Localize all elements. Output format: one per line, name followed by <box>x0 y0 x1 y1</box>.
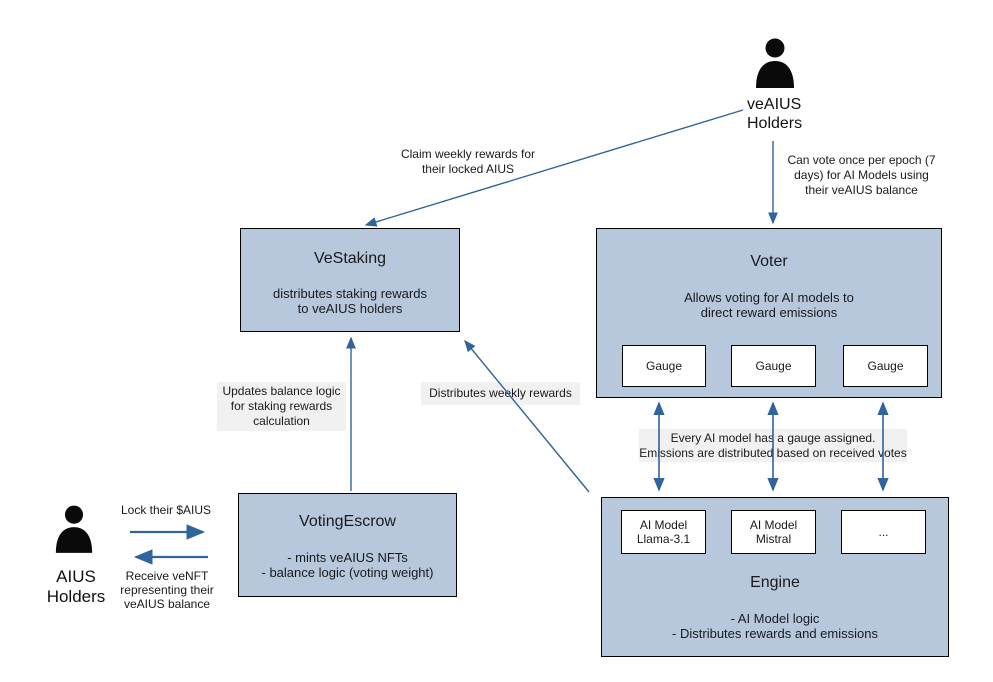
distributes-weekly-label: Distributes weekly rewards <box>421 382 580 405</box>
voter-node: Voter Allows voting for AI models to dir… <box>596 228 942 398</box>
gauge-assigned-label: Every AI model has a gauge assigned. Emi… <box>639 429 907 462</box>
claim-rewards-label: Claim weekly rewards for their locked AI… <box>400 147 536 176</box>
vote-epoch-label: Can vote once per epoch (7 days) for AI … <box>787 153 936 197</box>
veaius-holders-actor <box>753 38 797 88</box>
aius-holders-actor <box>53 505 95 553</box>
ai-model-box: ... <box>841 510 926 554</box>
vestaking-title: VeStaking <box>313 250 387 267</box>
veaius-holders-label: veAIUS Holders <box>747 96 803 132</box>
votingescrow-node: VotingEscrow - mints veAIUS NFTs - balan… <box>238 493 457 597</box>
updates-balance-label: Updates balance logic for staking reward… <box>217 382 346 431</box>
votingescrow-body: - mints veAIUS NFTs - balance logic (vot… <box>261 550 434 580</box>
voter-body: Allows voting for AI models to direct re… <box>684 290 854 320</box>
aius-holders-label: AIUS Holders <box>46 567 106 606</box>
lock-aius-label: Lock their $AIUS <box>120 503 212 517</box>
engine-body: - AI Model logic - Distributes rewards a… <box>672 611 878 641</box>
user-icon <box>756 38 794 88</box>
ai-model-box: AI Model Mistral <box>731 510 816 554</box>
vestaking-node: VeStaking distributes staking rewards to… <box>240 228 460 332</box>
gauge-box: Gauge <box>731 345 816 387</box>
engine-node: AI Model Llama-3.1 AI Model Mistral ... … <box>601 497 949 657</box>
user-icon <box>55 505 93 553</box>
gauge-box: Gauge <box>622 345 706 387</box>
vestaking-body: distributes staking rewards to veAIUS ho… <box>273 286 427 316</box>
votingescrow-title: VotingEscrow <box>299 513 396 530</box>
engine-title: Engine <box>750 574 800 591</box>
voter-title: Voter <box>750 253 788 270</box>
receive-venft-label: Receive veNFT representing their veAIUS … <box>120 569 214 611</box>
gauge-box: Gauge <box>843 345 928 387</box>
arrow-distributes-weekly <box>464 339 590 493</box>
ai-model-box: AI Model Llama-3.1 <box>621 510 706 554</box>
